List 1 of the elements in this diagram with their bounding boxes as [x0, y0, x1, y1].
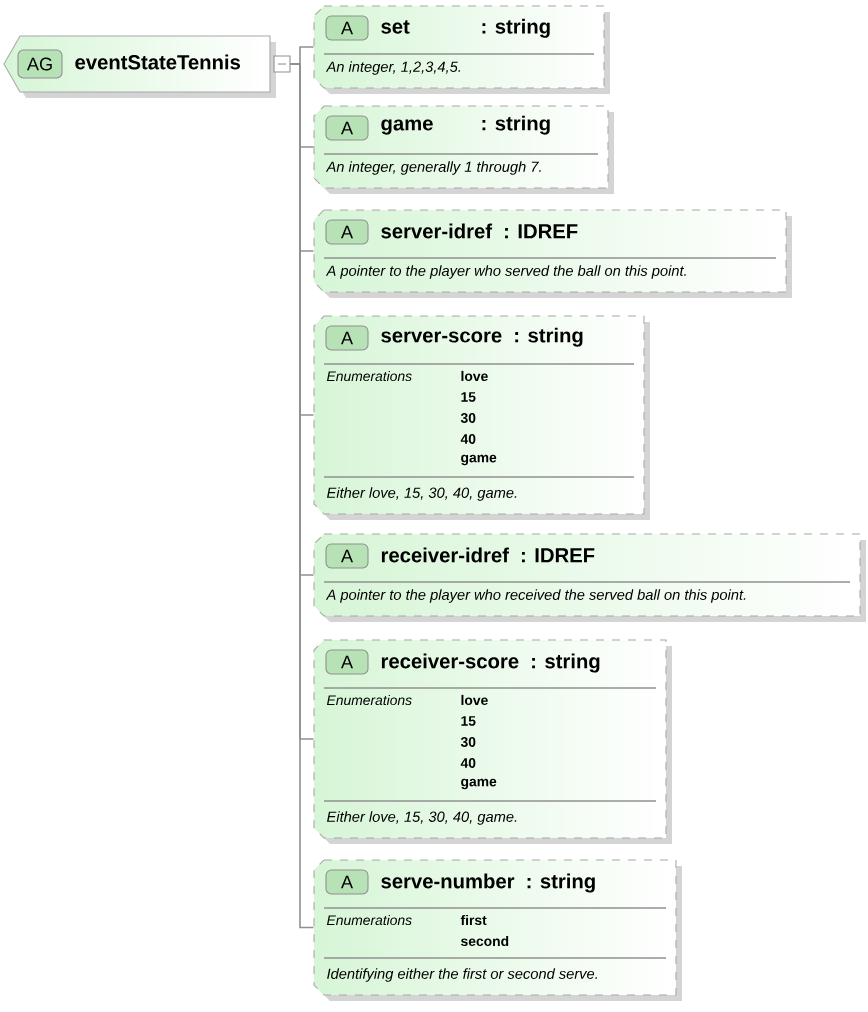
- connector: [289, 63, 315, 929]
